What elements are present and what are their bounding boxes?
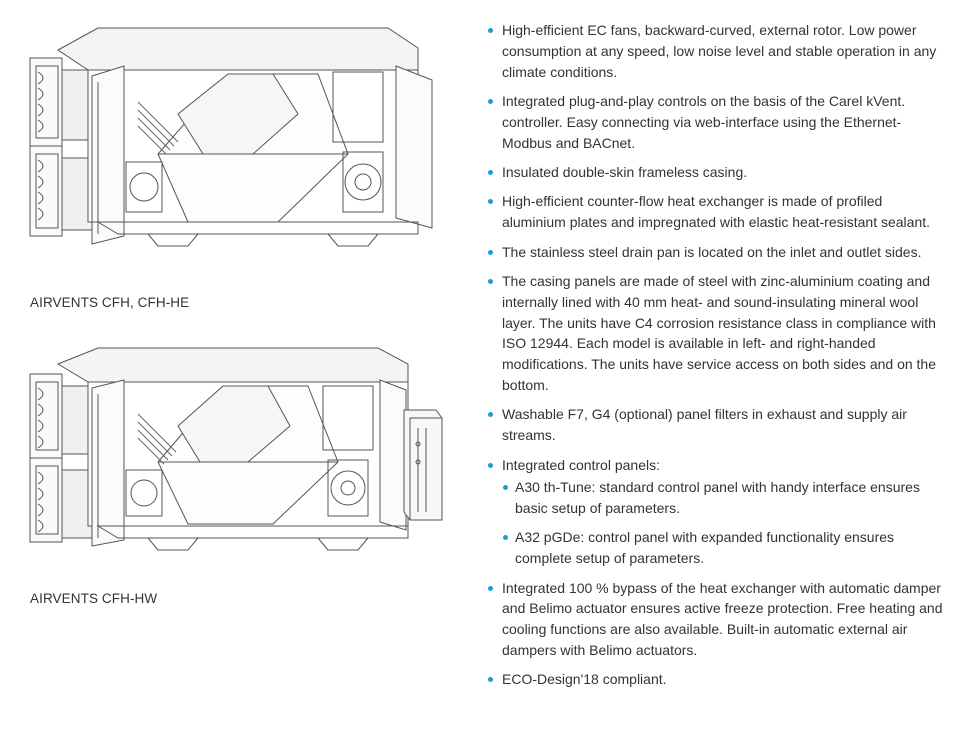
list-item: ECO-Design'18 compliant. bbox=[486, 669, 946, 690]
bullet-icon bbox=[488, 677, 493, 683]
bullet-icon bbox=[503, 485, 508, 491]
feature-list: High-efficient EC fans, backward-curved,… bbox=[486, 20, 946, 690]
bullet-icon bbox=[488, 98, 493, 104]
duct-silencer-lower bbox=[29, 457, 93, 543]
list-item: Integrated plug-and-play controls on the… bbox=[486, 91, 946, 153]
water-heater-module bbox=[403, 409, 443, 521]
bullet-icon bbox=[488, 278, 493, 284]
list-item: Insulated double-skin frameless casing. bbox=[486, 162, 946, 183]
bullet-icon bbox=[488, 169, 493, 175]
bullet-icon bbox=[488, 199, 493, 205]
unit-caption-cfh-hw: AIRVENTS CFH-HW bbox=[30, 591, 158, 606]
list-item: The stainless steel drain pan is located… bbox=[486, 242, 946, 263]
bullet-icon bbox=[503, 535, 508, 541]
list-item: High-efficient counter-flow heat exchang… bbox=[486, 191, 946, 233]
duct-silencer-lower bbox=[29, 145, 93, 237]
ahu-unit-drawing-cfh-hw bbox=[29, 347, 443, 551]
bullet-icon bbox=[488, 585, 493, 591]
product-images-column: AIRVENTS CFH, CFH-HE bbox=[0, 0, 470, 745]
list-item: High-efficient EC fans, backward-curved,… bbox=[486, 20, 946, 82]
bullet-icon bbox=[488, 462, 493, 468]
ahu-unit-drawing-cfh bbox=[29, 27, 433, 247]
bullet-icon bbox=[488, 249, 493, 255]
sub-list-item: A30 th-Tune: standard control panel with… bbox=[502, 477, 946, 519]
duct-silencer-upper bbox=[29, 57, 93, 147]
list-item: Integrated control panels: A30 th-Tune: … bbox=[486, 455, 946, 570]
features-column: High-efficient EC fans, backward-curved,… bbox=[486, 20, 946, 699]
bullet-icon bbox=[488, 28, 493, 33]
unit-caption-cfh: AIRVENTS CFH, CFH-HE bbox=[30, 295, 190, 310]
list-item: Washable F7, G4 (optional) panel filters… bbox=[486, 404, 946, 446]
list-item: Integrated 100 % bypass of the heat exch… bbox=[486, 578, 946, 661]
list-item: The casing panels are made of steel with… bbox=[486, 271, 946, 396]
control-panel-sublist: A30 th-Tune: standard control panel with… bbox=[502, 477, 946, 569]
bullet-icon bbox=[488, 412, 493, 418]
sub-list-item: A32 pGDe: control panel with expanded fu… bbox=[502, 527, 946, 569]
duct-silencer-upper bbox=[29, 373, 93, 459]
